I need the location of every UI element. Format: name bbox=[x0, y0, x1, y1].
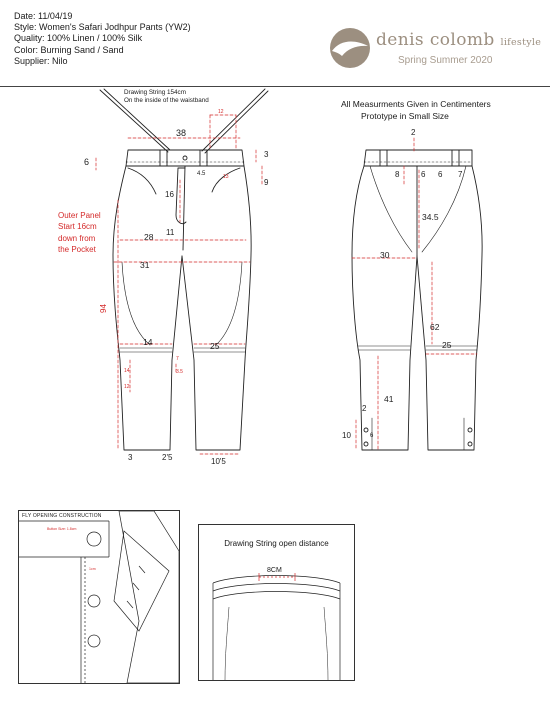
measure-label: 25 bbox=[210, 341, 220, 351]
measure-label: 6 bbox=[438, 170, 443, 179]
measure-label: 6 bbox=[421, 170, 426, 179]
measurement-note: All Measurments Given in Centimenters Pr… bbox=[341, 98, 491, 122]
brand-wordmark: denis colomb bbox=[376, 30, 495, 50]
style-label: Style: Women's Safari Jodhpur Pants (YW2… bbox=[14, 22, 191, 33]
measure-label: 14 bbox=[143, 337, 153, 347]
front-pants-drawing bbox=[112, 149, 252, 451]
brand-name: denis colomb lifestyle bbox=[376, 30, 541, 50]
measure-label: 14 bbox=[124, 368, 130, 374]
measure-label: 10'5 bbox=[211, 457, 226, 466]
outer-panel-line: down from bbox=[58, 233, 96, 243]
measure-label: 38 bbox=[176, 128, 187, 138]
outer-panel-line: Start 16cm bbox=[58, 222, 97, 232]
measure-label: 3 bbox=[128, 453, 133, 462]
season-label: Spring Summer 2020 bbox=[398, 55, 493, 66]
measure-label: 7 bbox=[458, 170, 463, 179]
measure-label: 6 bbox=[370, 433, 374, 439]
measure-label: 4.5 bbox=[197, 171, 206, 177]
back-pants-drawing bbox=[351, 149, 483, 451]
drawstring-drawing bbox=[99, 88, 269, 154]
prototype-note: Prototype in Small Size bbox=[361, 111, 449, 121]
technical-drawing bbox=[95, 88, 483, 455]
outer-panel-note: Outer Panel Start 16cm down from the Poc… bbox=[58, 210, 101, 256]
measurement-lines bbox=[95, 114, 478, 455]
measure-label: 94 bbox=[98, 304, 108, 313]
header-divider bbox=[0, 86, 550, 87]
date-label: Date: 11/04/19 bbox=[14, 11, 73, 21]
drawstring-box-title: Drawing String open distance bbox=[224, 539, 329, 548]
measure-label: 12 bbox=[124, 384, 130, 390]
measure-label: 9 bbox=[264, 178, 269, 187]
brand-suffix: lifestyle bbox=[500, 37, 542, 48]
measure-label: 3 bbox=[264, 150, 269, 159]
measure-label: 34.5 bbox=[422, 212, 439, 222]
drawstring-detail: Drawing String open distance 8CM bbox=[198, 524, 355, 681]
button-size-note: Button Size: 1.8cm bbox=[47, 527, 77, 531]
measure-label: 7 bbox=[176, 356, 179, 362]
fly-box-title: FLY OPENING CONSTRUCTION bbox=[22, 513, 102, 519]
spec-header: Date: 11/04/19 Style: Women's Safari Jod… bbox=[14, 11, 191, 67]
measure-label: 10 bbox=[342, 431, 351, 440]
outer-panel-line: Outer Panel bbox=[58, 211, 101, 220]
outer-panel-line: the Pocket bbox=[58, 245, 96, 255]
drawstring-position-label: On the inside of the waistband bbox=[124, 97, 209, 104]
measure-label: 30 bbox=[380, 250, 390, 260]
measure-label: 13 bbox=[223, 174, 229, 180]
measure-label: 11 bbox=[166, 228, 175, 237]
measure-label: 2 bbox=[411, 128, 416, 137]
measure-label: 16 bbox=[165, 190, 174, 199]
brand-logo: denis colomb lifestyle Spring Summer 202… bbox=[328, 24, 543, 74]
units-note: All Measurments Given in Centimenters bbox=[341, 99, 491, 109]
measure-label: 62 bbox=[430, 322, 440, 332]
fly-opening-detail: FLY OPENING CONSTRUCTION Button Size: 1.… bbox=[18, 510, 180, 684]
fly-construction-drawing bbox=[19, 510, 180, 684]
measure-label: 3.5 bbox=[176, 369, 183, 375]
spacing-note: 1cm bbox=[89, 567, 96, 571]
measure-label: 31 bbox=[140, 260, 150, 270]
measure-label: 6 bbox=[84, 157, 90, 167]
measure-label: 2 bbox=[362, 404, 367, 413]
quality-label: Quality: 100% Linen / 100% Silk bbox=[14, 33, 143, 44]
waistband-drawing bbox=[212, 573, 341, 681]
drawstring-note: Drawing String 154cm On the inside of th… bbox=[124, 89, 209, 105]
color-label: Color: Burning Sand / Sand bbox=[14, 44, 124, 55]
measure-label: 25 bbox=[442, 340, 452, 350]
drawstring-length-label: Drawing String 154cm bbox=[124, 89, 186, 96]
logo-mark-icon bbox=[330, 28, 370, 68]
measure-label: 41 bbox=[384, 394, 394, 404]
measure-label: 28 bbox=[144, 232, 154, 242]
measure-label: 12 bbox=[218, 109, 224, 115]
drawstring-distance-label: 8CM bbox=[267, 567, 282, 574]
measure-label: 8 bbox=[395, 170, 400, 179]
measure-label: 2'5 bbox=[162, 453, 173, 462]
supplier-label: Supplier: Nilo bbox=[14, 55, 68, 66]
